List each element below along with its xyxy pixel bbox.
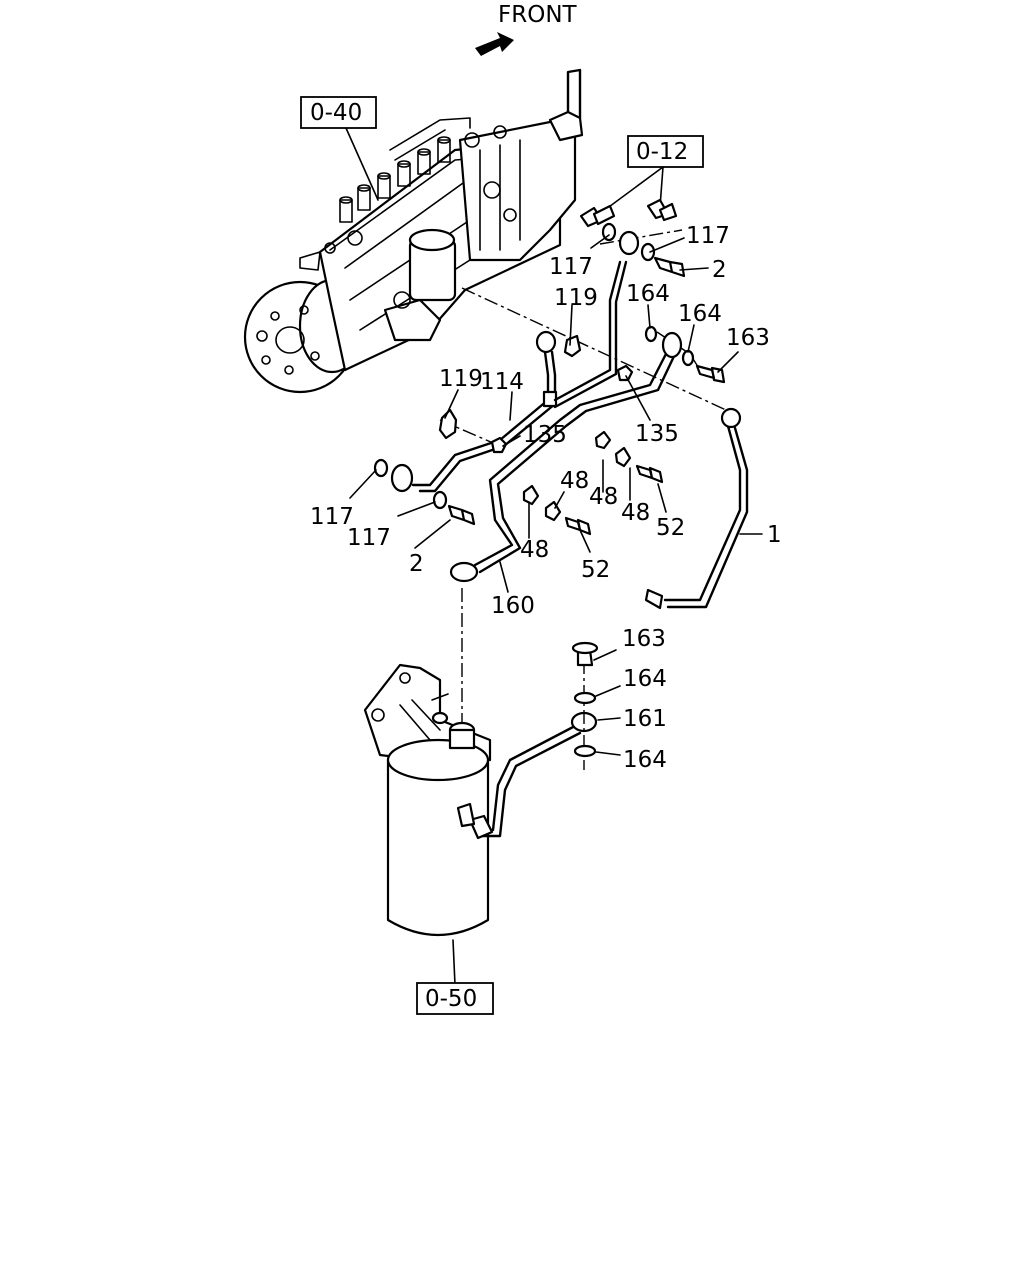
washer-117-c	[601, 222, 617, 242]
callout-164-d: 164	[623, 747, 667, 773]
callout-52-upper: 52	[656, 515, 685, 541]
nut-135-right	[616, 364, 634, 382]
pipe-160	[449, 331, 683, 583]
callout-114: 114	[480, 369, 524, 395]
callout-119-left: 119	[439, 366, 483, 392]
callout-48-upper-mid: 48	[589, 484, 618, 510]
callout-48-upper-left: 48	[560, 468, 589, 494]
pipe-1	[644, 407, 749, 610]
bolt-2-upper	[653, 256, 686, 278]
callout-117-c: 117	[549, 254, 593, 280]
callout-160: 160	[491, 593, 535, 619]
banjo-bolt-fitting-right	[646, 198, 678, 222]
bolt-163-upper	[695, 364, 726, 384]
washer-117-d	[640, 242, 656, 262]
callout-119-right: 119	[554, 285, 598, 311]
bolt-52-lower	[564, 516, 592, 536]
clip-48-d	[544, 500, 562, 522]
bolt-52-upper	[635, 464, 664, 484]
callout-52-lower: 52	[581, 557, 610, 583]
callout-164-b: 164	[678, 301, 722, 327]
clip-48-c	[522, 484, 540, 506]
callout-164-a: 164	[626, 281, 670, 307]
callout-163-upper: 163	[726, 325, 770, 351]
ref-box-fitting: 0-12	[636, 139, 688, 165]
callout-48-lower: 48	[520, 537, 549, 563]
ref-box-filter: 0-50	[425, 986, 477, 1012]
callout-1: 1	[767, 522, 782, 548]
ref-box-pump: 0-40	[310, 100, 362, 126]
bolt-2-lower	[447, 504, 476, 526]
washer-117-a	[373, 458, 389, 478]
callout-2-lower: 2	[409, 551, 424, 577]
callout-135-left: 135	[523, 422, 567, 448]
callout-117-b: 117	[347, 525, 391, 551]
callout-161: 161	[623, 706, 667, 732]
clip-48-b	[614, 446, 632, 468]
front-label: FRONT	[498, 2, 578, 28]
clip-119-left	[438, 408, 458, 440]
callout-117-d: 117	[686, 223, 730, 249]
injection-pump	[243, 68, 584, 394]
callout-48-upper-right: 48	[621, 500, 650, 526]
callout-163-lower: 163	[622, 626, 666, 652]
nut-135-left	[490, 436, 508, 454]
clip-119-right	[563, 334, 582, 358]
callout-135-right: 135	[635, 421, 679, 447]
pipe-114	[390, 230, 640, 493]
washer-164-b	[681, 349, 695, 367]
banjo-bolt-fitting-left	[579, 204, 616, 228]
washer-164-c	[573, 691, 597, 705]
washer-164-d	[573, 744, 597, 758]
callout-leaders	[349, 234, 763, 756]
fuel-filter	[363, 663, 492, 936]
callout-164-c: 164	[623, 666, 667, 692]
callout-117-a: 117	[310, 504, 354, 530]
clip-48-a	[594, 430, 612, 450]
callout-2-upper: 2	[712, 257, 727, 283]
front-arrow-icon	[475, 32, 514, 56]
washer-117-b	[432, 490, 448, 510]
washer-164-a	[644, 325, 658, 343]
